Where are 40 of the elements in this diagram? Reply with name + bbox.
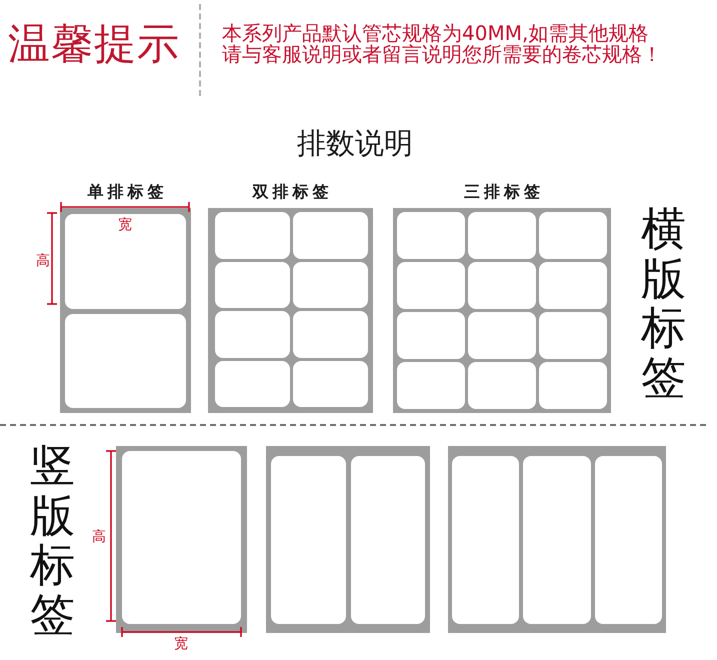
- label-tile: [523, 456, 591, 624]
- label-tile: [65, 214, 186, 308]
- label-tile: [397, 362, 465, 409]
- label-tile: [468, 362, 536, 409]
- dimension-label: 宽: [118, 217, 132, 233]
- label-tile: [452, 456, 520, 624]
- label-tile: [215, 262, 290, 308]
- notice-text: 本系列产品默认管芯规格为40MM,如需其他规格请与客服说明或者留言说明您所需要的卷芯规格！: [222, 23, 663, 65]
- sheet-heading: 三排标签: [463, 182, 544, 202]
- sheet-heading: 单排标签: [86, 182, 168, 202]
- label-tile: [122, 451, 241, 624]
- label-tile: [397, 212, 465, 259]
- label-tile: [468, 262, 536, 309]
- label-tile: [468, 212, 536, 259]
- notice-heading: 温馨提示: [8, 21, 180, 67]
- label-tile: [539, 212, 607, 259]
- label-tile: [293, 262, 368, 308]
- label-tile: [215, 311, 290, 358]
- label-tile: [350, 456, 425, 624]
- label-tile: [539, 262, 607, 309]
- dimension-label: 高: [92, 529, 106, 545]
- dimension-label: 宽: [174, 636, 188, 652]
- dimension-label: 高: [36, 253, 50, 269]
- label-tile: [215, 212, 290, 258]
- label-tile: [539, 362, 607, 409]
- label-tile: [539, 312, 607, 359]
- label-tile: [468, 312, 536, 359]
- label-tile: [397, 312, 465, 359]
- label-tile: [215, 360, 290, 407]
- label-tile: [271, 456, 346, 624]
- orientation-label: 竖版标签: [30, 441, 75, 639]
- label-tile: [65, 314, 186, 408]
- diagram-title: 排数说明: [297, 126, 413, 160]
- label-tile: [293, 212, 368, 258]
- label-tile: [293, 360, 368, 407]
- orientation-label: 横版标签: [641, 204, 686, 402]
- label-tile: [397, 262, 465, 309]
- label-tile: [594, 456, 662, 624]
- sheet-heading: 双排标签: [251, 182, 332, 202]
- label-tile: [293, 311, 368, 358]
